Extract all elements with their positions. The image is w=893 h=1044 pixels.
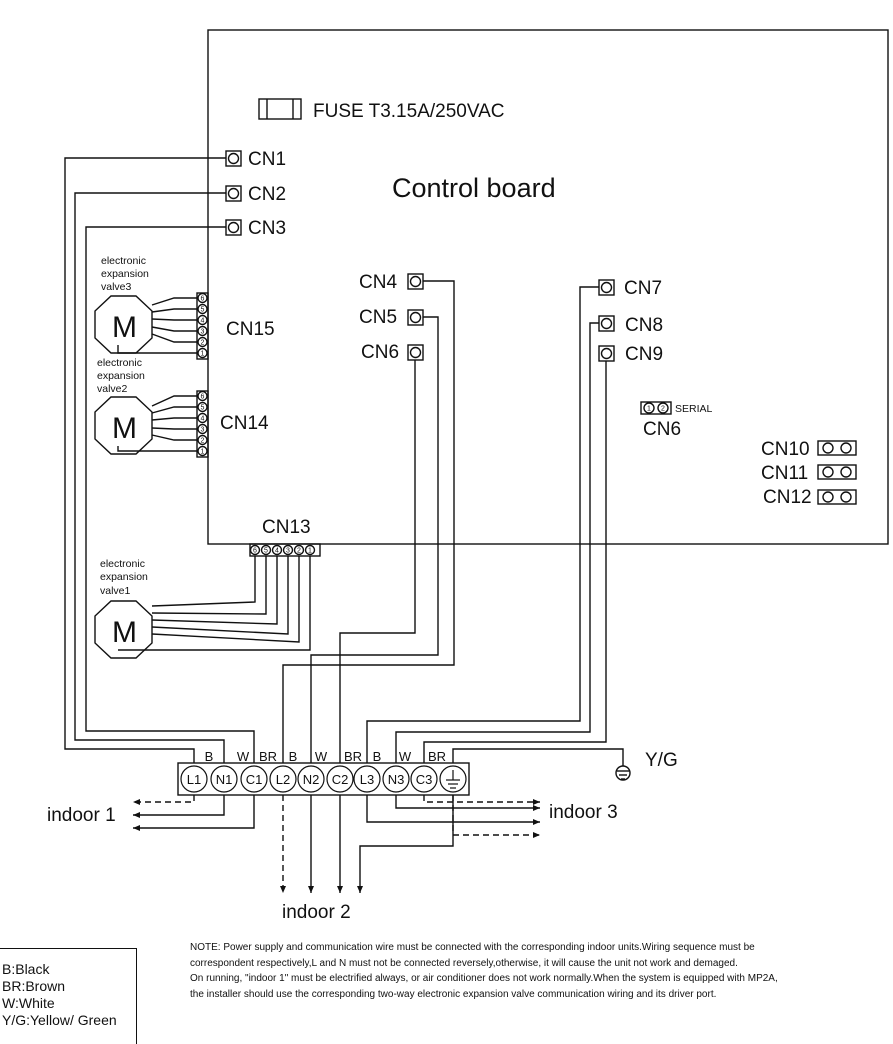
serial-cn-label: CN6 [643, 419, 681, 440]
valve1-line3: valve1 [100, 585, 131, 597]
yg-label: Y/G [645, 750, 678, 771]
wire-color-label: W [237, 749, 250, 764]
cn14-pin: 5 [201, 405, 205, 412]
cn12-connector [817, 489, 857, 505]
legend-item: BR:Brown [2, 978, 66, 994]
cn15-pin: 6 [201, 296, 205, 303]
cn10-connector [817, 440, 857, 456]
valve2-motor-label: M [112, 412, 137, 445]
indoor2-label: indoor 2 [282, 902, 351, 923]
wire-color-label: BR [344, 749, 362, 764]
color-legend: B:Black BR:Brown W:White Y/G:Yellow/ Gre… [0, 948, 137, 1044]
cn8-label: CN8 [625, 315, 663, 336]
indoor1-label: indoor 1 [47, 805, 116, 826]
cn14-pin-strip [196, 390, 209, 458]
wire-color-label: BR [259, 749, 277, 764]
note-line: On running, "indoor 1" must be electrifi… [190, 973, 778, 984]
wire-color-label: BR [428, 749, 446, 764]
cn11-label: CN11 [761, 463, 808, 484]
valve3-line3: valve3 [101, 281, 132, 293]
installation-note: NOTE: Power supply and communication wir… [190, 940, 880, 1002]
terminal-label: L3 [360, 772, 374, 787]
valve1-motor-icon [94, 600, 153, 659]
cn14-pin: 6 [201, 394, 205, 401]
wire-color-label: B [289, 749, 298, 764]
cn14-pin: 4 [201, 416, 205, 423]
terminal-block [177, 762, 470, 796]
valve3-line1: electronic [101, 255, 146, 267]
cn15-pin: 2 [201, 340, 205, 347]
terminal-label: L1 [187, 772, 201, 787]
cn14-pin: 3 [201, 427, 205, 434]
cn15-pin: 3 [201, 329, 205, 336]
fuse-label: FUSE T3.15A/250VAC [313, 101, 505, 122]
terminal-ground-icon [446, 770, 460, 789]
valve3-motor-label: M [112, 311, 137, 344]
cn9-label: CN9 [625, 344, 663, 365]
wire-color-label: W [315, 749, 328, 764]
terminal-label: C1 [246, 772, 263, 787]
cn12-label: CN12 [763, 487, 812, 508]
serial-connector [640, 401, 672, 415]
board-title: Control board [392, 173, 556, 203]
fuse-icon [258, 98, 302, 120]
note-line: the installer should use the correspondi… [190, 988, 717, 1000]
note-line: correspondent respectively,L and N must … [190, 957, 738, 969]
terminal-label: N1 [216, 772, 233, 787]
wire-color-label: W [399, 749, 412, 764]
control-board-outline [207, 29, 889, 545]
cn13-pin: 6 [253, 548, 257, 555]
cn4-label: CN4 [359, 272, 397, 293]
legend-item: W:White [2, 995, 55, 1011]
cn15-pin: 4 [201, 318, 205, 325]
cn6-label: CN6 [361, 342, 399, 363]
terminal-label: C2 [332, 772, 349, 787]
valve2-line1: electronic [97, 357, 142, 369]
wire-color-label: B [205, 749, 214, 764]
cn13-pin: 1 [308, 548, 312, 555]
cn15-pin-strip [196, 292, 209, 360]
terminal-label: N3 [388, 772, 405, 787]
indoor3-label: indoor 3 [549, 802, 618, 823]
serial-pin: 1 [647, 406, 651, 413]
cn14-pin: 2 [201, 438, 205, 445]
valve2-motor-icon [94, 396, 153, 455]
cn13-pin: 2 [297, 548, 301, 555]
serial-label: SERIAL [675, 403, 713, 415]
valve2-line2: expansion [97, 370, 145, 382]
cn14-pin: 1 [201, 449, 205, 456]
legend-item: B:Black [2, 961, 50, 977]
serial-pin: 2 [661, 406, 665, 413]
cn5-label: CN5 [359, 307, 397, 328]
valve1-line2: expansion [100, 571, 148, 583]
cn13-label: CN13 [262, 517, 311, 538]
legend-item: Y/G:Yellow/ Green [2, 1012, 117, 1028]
cn13-pin: 5 [264, 548, 268, 555]
wire-color-label: B [373, 749, 382, 764]
cn3-label: CN3 [248, 218, 286, 239]
cn11-connector [817, 464, 857, 480]
cn7-label: CN7 [624, 278, 662, 299]
cn13-pin: 4 [275, 548, 279, 555]
cn2-label: CN2 [248, 184, 286, 205]
valve1-motor-label: M [112, 616, 137, 649]
cn15-label: CN15 [226, 319, 275, 340]
valve1-line1: electronic [100, 558, 145, 570]
cn14-label: CN14 [220, 413, 269, 434]
cn13-pin: 3 [286, 548, 290, 555]
cn15-pin: 5 [201, 307, 205, 314]
cn13-pin-strip [249, 543, 321, 557]
valve2-line3: valve2 [97, 383, 128, 395]
terminal-label: N2 [303, 772, 320, 787]
terminal-label: C3 [416, 772, 433, 787]
note-line: NOTE: Power supply and communication wir… [190, 942, 755, 953]
cn10-label: CN10 [761, 439, 810, 460]
cn1-label: CN1 [248, 149, 286, 170]
terminal-label: L2 [276, 772, 290, 787]
valve3-line2: expansion [101, 268, 149, 280]
ground-icon [615, 765, 631, 781]
cn15-pin: 1 [201, 351, 205, 358]
